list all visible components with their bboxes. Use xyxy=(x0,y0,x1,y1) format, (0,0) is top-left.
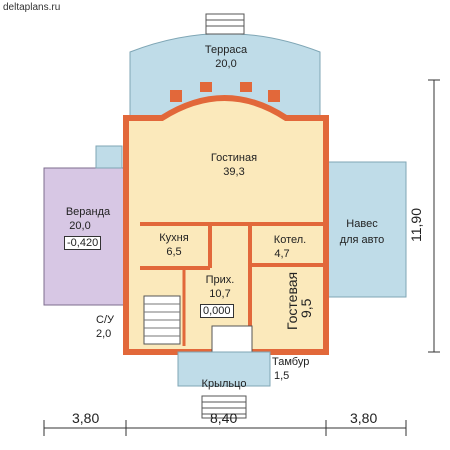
column-1 xyxy=(170,90,182,102)
top-steps xyxy=(205,13,245,35)
vestibule-name: Тамбур xyxy=(272,356,310,368)
column-4 xyxy=(268,90,280,102)
carport-area xyxy=(319,161,407,298)
site-watermark: deltaplans.ru xyxy=(3,2,61,13)
kitchen-name: Кухня xyxy=(159,232,189,244)
dimension-right: 3,80 xyxy=(350,410,378,426)
dimension-height: 11,90 xyxy=(408,208,424,242)
carport-line2: для авто xyxy=(339,234,385,246)
hall-name: Прих. xyxy=(205,274,235,286)
dimension-lines xyxy=(43,79,440,436)
bath-area-value: 2,0 xyxy=(96,328,112,340)
guest-area-value: 9,5 xyxy=(298,298,314,318)
terrace-name: Терраса xyxy=(204,44,248,56)
boiler-name: Котел. xyxy=(273,234,307,246)
veranda-entry xyxy=(95,145,123,169)
living-area-value: 39,3 xyxy=(223,166,245,178)
veranda-level: -0,420 xyxy=(64,236,102,250)
vestibule xyxy=(211,325,253,353)
veranda-name: Веранда xyxy=(65,206,111,218)
dimension-left: 3,80 xyxy=(72,410,100,426)
living-name: Гостиная xyxy=(210,152,258,164)
bath-name: С/У xyxy=(96,314,114,326)
carport-line1: Навес xyxy=(346,218,378,230)
hall-level: 0,000 xyxy=(200,304,234,318)
dimension-middle: 8,40 xyxy=(210,410,238,426)
porch-name: Крыльцо xyxy=(201,378,247,390)
bottom-steps xyxy=(201,395,247,419)
porch-area xyxy=(177,351,271,387)
vestibule-area-value: 1,5 xyxy=(274,370,290,382)
veranda-area-value: 20,0 xyxy=(69,220,91,232)
column-2 xyxy=(200,82,212,92)
boiler-area-value: 4,7 xyxy=(274,248,290,260)
column-3 xyxy=(240,82,252,92)
terrace-area-value: 20,0 xyxy=(215,58,237,70)
hall-area-value: 10,7 xyxy=(209,288,231,300)
kitchen-area-value: 6,5 xyxy=(166,246,182,258)
